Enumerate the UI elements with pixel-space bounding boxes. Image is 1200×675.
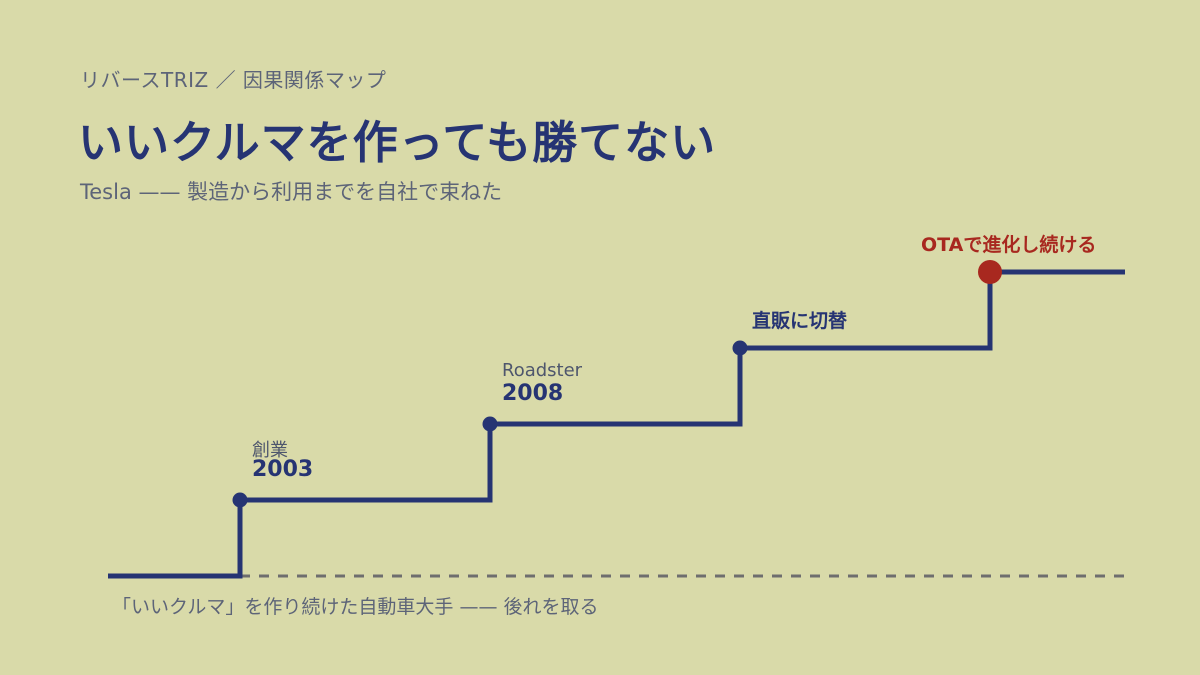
- staircase-path: [108, 269, 1125, 579]
- step-label-direct-sales: 直販に切替: [752, 310, 848, 332]
- step-caption-roadster: Roadster: [502, 360, 583, 381]
- step-year-roadster: 2008: [502, 381, 564, 406]
- step-dot-founding: [232, 492, 248, 508]
- step-year-founding: 2003: [252, 457, 314, 482]
- step-label-ota: OTAで進化し続ける: [921, 234, 1097, 256]
- step-dot-roadster: [482, 416, 498, 432]
- page-subtitle: Tesla —— 製造から利用までを自社で束ねた: [80, 180, 503, 204]
- eyebrow-label: リバースTRIZ ／ 因果関係マップ: [80, 68, 387, 92]
- step-caption-founding: 創業: [252, 440, 288, 461]
- step-dot-direct-sales: [732, 340, 748, 356]
- baseline-note: 「いいクルマ」を作り続けた自動車大手 —— 後れを取る: [112, 596, 599, 618]
- step-dot-ota: [978, 260, 1002, 284]
- page-title: いいクルマを作っても勝てない: [78, 116, 717, 169]
